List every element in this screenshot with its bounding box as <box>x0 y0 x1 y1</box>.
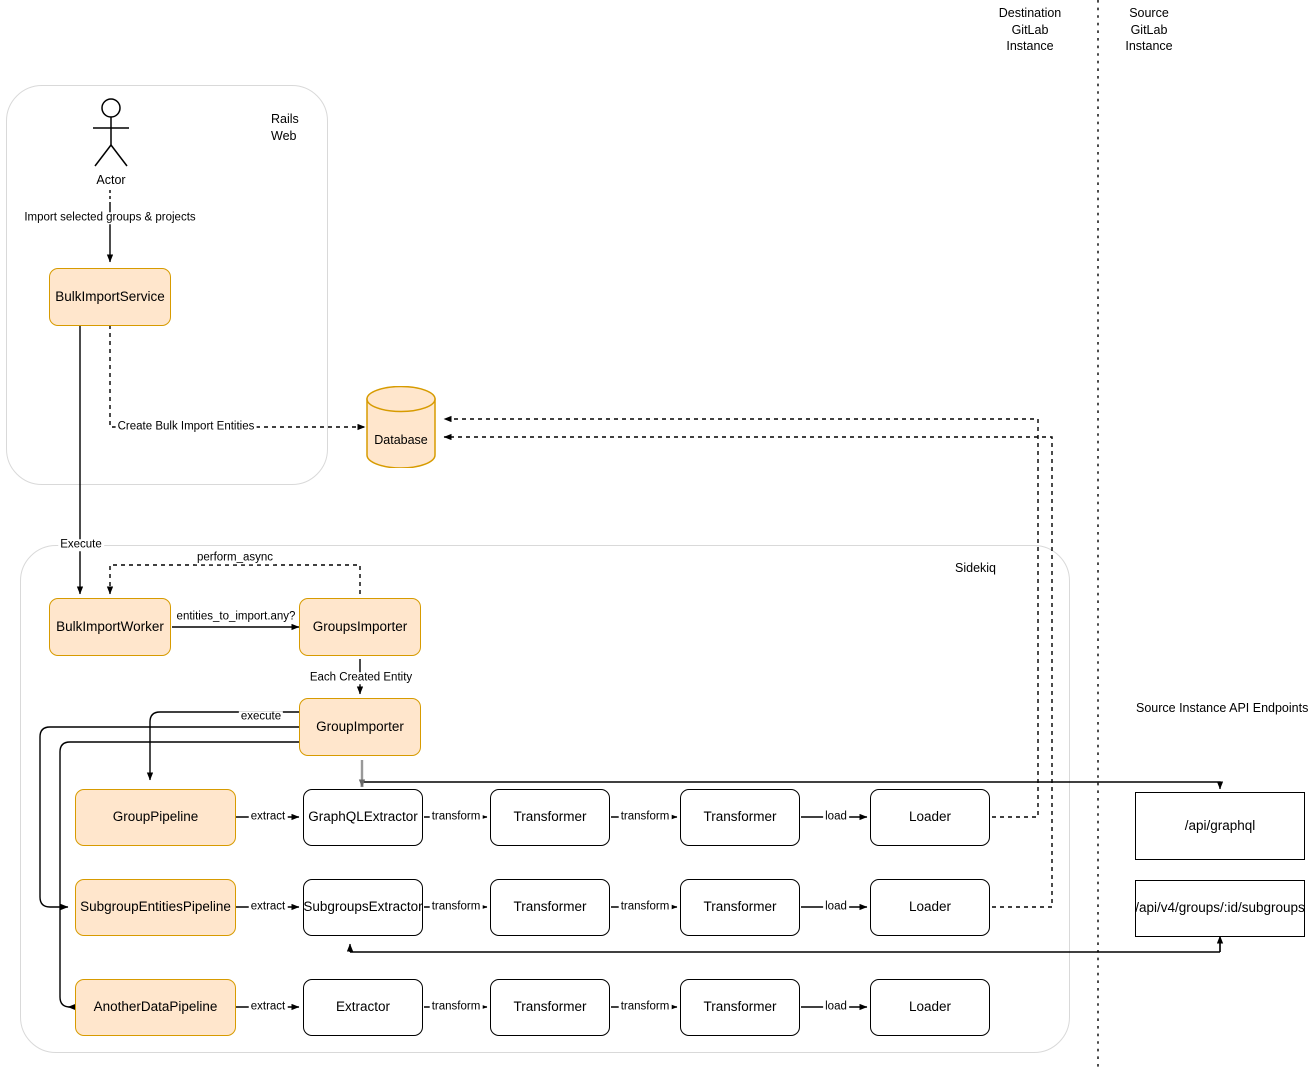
edge-label-transform-2-2: transform <box>618 900 672 913</box>
node-extractor[interactable]: Extractor <box>303 979 423 1036</box>
edge-label-import-selected: Import selected groups & projects <box>22 211 198 224</box>
node-transformer-1-2[interactable]: Transformer <box>680 789 800 846</box>
node-graphql-extractor[interactable]: GraphQLExtractor <box>303 789 423 846</box>
edge-label-create-bulk-import-entities: Create Bulk Import Entities <box>115 420 257 433</box>
node-bulk-import-worker[interactable]: BulkImportWorker <box>49 598 171 656</box>
destination-instance-label: Destination GitLab Instance <box>998 6 1062 53</box>
edge-label-execute-top: Execute <box>58 538 104 551</box>
api-endpoint-subgroups[interactable]: /api/v4/groups/:id/subgroups <box>1135 880 1305 937</box>
edge-label-perform-async: perform_async <box>194 551 276 564</box>
edge-label-extract-1: extract <box>248 810 288 823</box>
node-loader-3[interactable]: Loader <box>870 979 990 1036</box>
node-another-data-pipeline[interactable]: AnotherDataPipeline <box>75 979 236 1036</box>
edge-label-extract-3: extract <box>248 1000 288 1013</box>
node-transformer-2-1[interactable]: Transformer <box>490 879 610 936</box>
actor-label: Actor <box>96 173 126 187</box>
edge-label-transform-3-2: transform <box>618 1000 672 1013</box>
edge-label-entities-to-import: entities_to_import.any? <box>174 610 298 623</box>
node-loader-2[interactable]: Loader <box>870 879 990 936</box>
node-groups-importer[interactable]: GroupsImporter <box>299 598 421 656</box>
edge-label-load-3: load <box>823 1000 849 1013</box>
edge-label-transform-2-1: transform <box>429 900 483 913</box>
database-label: Database <box>374 433 428 447</box>
edge-label-load-2: load <box>823 900 849 913</box>
node-transformer-2-2[interactable]: Transformer <box>680 879 800 936</box>
edge-label-transform-3-1: transform <box>429 1000 483 1013</box>
edge-label-transform-1-1: transform <box>429 810 483 823</box>
node-transformer-1-1[interactable]: Transformer <box>490 789 610 846</box>
node-subgroups-extractor[interactable]: SubgroupsExtractor <box>303 879 423 936</box>
edge-label-load-1: load <box>823 810 849 823</box>
container-label-rails-web: Rails Web <box>271 112 299 143</box>
edge-label-execute: execute <box>238 710 284 723</box>
node-bulk-import-service[interactable]: BulkImportService <box>49 268 171 326</box>
node-subgroup-entities-pipeline[interactable]: SubgroupEntitiesPipeline <box>75 879 236 936</box>
node-group-importer[interactable]: GroupImporter <box>299 698 421 756</box>
container-rails-web <box>6 85 328 485</box>
edge-label-each-created-entity: Each Created Entity <box>307 671 415 684</box>
database-icon <box>366 386 436 468</box>
node-group-pipeline[interactable]: GroupPipeline <box>75 789 236 846</box>
api-endpoint-graphql[interactable]: /api/graphql <box>1135 792 1305 860</box>
node-transformer-3-2[interactable]: Transformer <box>680 979 800 1036</box>
edge-label-transform-1-2: transform <box>618 810 672 823</box>
source-api-endpoints-label: Source Instance API Endpoints <box>1136 701 1309 715</box>
edge-label-extract-2: extract <box>248 900 288 913</box>
source-instance-label: Source GitLab Instance <box>1125 6 1173 53</box>
node-transformer-3-1[interactable]: Transformer <box>490 979 610 1036</box>
actor-icon <box>93 98 129 167</box>
container-label-sidekiq: Sidekiq <box>955 561 996 575</box>
node-loader-1[interactable]: Loader <box>870 789 990 846</box>
